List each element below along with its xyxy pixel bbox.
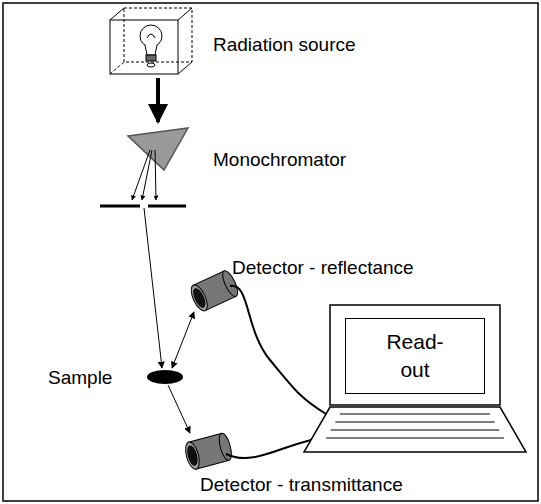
screen-text: Read-out bbox=[380, 328, 450, 384]
prism bbox=[128, 128, 188, 170]
source-housing bbox=[110, 8, 192, 74]
component-label: Monochromator bbox=[213, 149, 346, 171]
component-label: Detector - reflectance bbox=[232, 257, 414, 279]
screen-box: Read-out bbox=[345, 318, 485, 394]
keyboard bbox=[326, 414, 504, 438]
exit-slit bbox=[100, 205, 186, 208]
reflected-beam bbox=[172, 312, 194, 368]
laptop-lid bbox=[330, 305, 500, 405]
transmittance-detector bbox=[183, 432, 234, 471]
sample-beam bbox=[144, 208, 162, 368]
component-label: Radiation source bbox=[213, 34, 356, 56]
signal-wire bbox=[230, 286, 326, 414]
dispersed-rays bbox=[132, 150, 156, 200]
source-beam bbox=[156, 78, 160, 122]
frame bbox=[3, 3, 538, 501]
lamp-bulb bbox=[140, 25, 162, 67]
laptop-base bbox=[304, 407, 526, 452]
component-label: Detector - transmittance bbox=[200, 474, 403, 496]
transmitted-beam bbox=[168, 385, 190, 433]
sample-disc bbox=[147, 370, 183, 384]
component-label: Sample bbox=[48, 367, 112, 389]
